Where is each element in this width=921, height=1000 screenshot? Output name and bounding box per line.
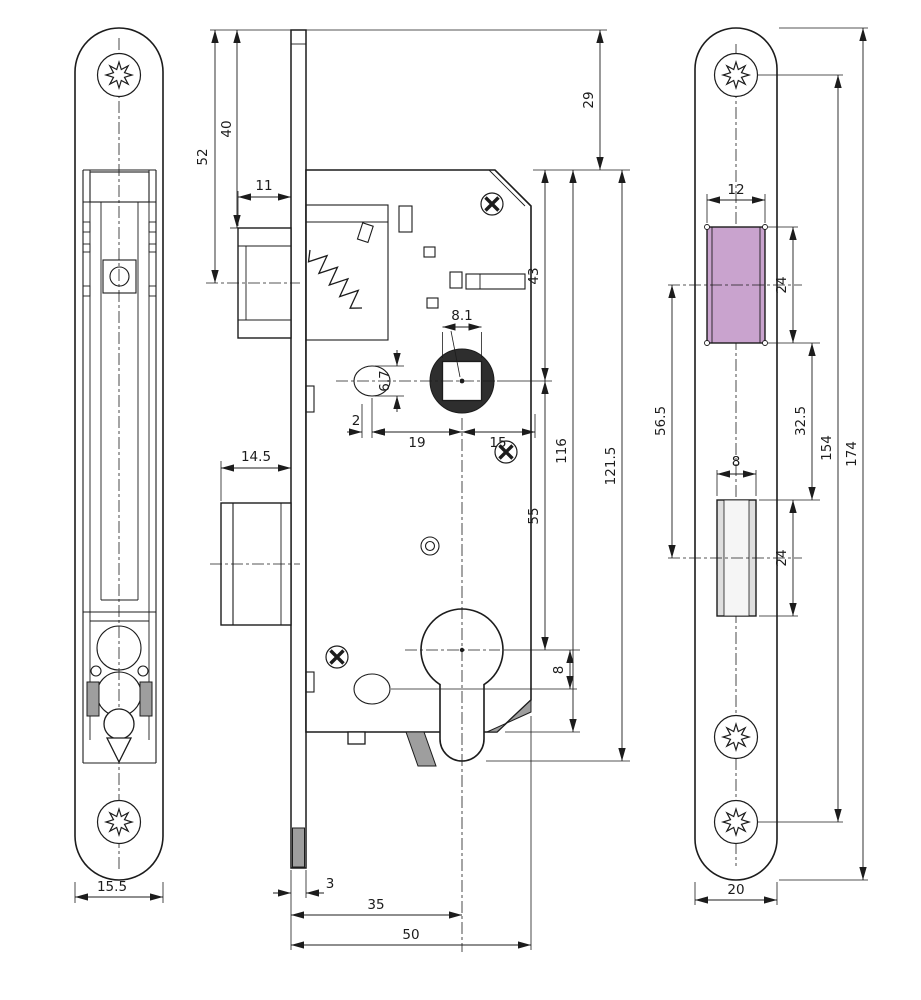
torx-screw-icon [713, 52, 759, 98]
torx-screw-icon [713, 714, 759, 760]
dim-2-label: 2 [352, 413, 361, 429]
dim-40-label: 40 [219, 120, 235, 137]
dim-154-label: 154 [819, 435, 835, 461]
dim-8-1-label: 8.1 [451, 308, 472, 324]
right-view: 12 24 8 24 56.5 32.5 154 174 20 [653, 27, 868, 905]
dim-left-width: 15.5 [74, 879, 164, 903]
side-case-section [82, 169, 157, 764]
slot-hole [449, 271, 463, 289]
dim-8-label: 8 [551, 666, 567, 675]
spring [307, 249, 363, 309]
plate-tab [305, 385, 315, 413]
dim-19-label: 19 [408, 435, 425, 451]
phillips-screw-icon [479, 191, 505, 217]
dim-174-label: 174 [844, 441, 860, 467]
torx-screw-icon [96, 799, 142, 845]
dim-56-5-label: 56.5 [653, 406, 669, 436]
latch-mechanism [305, 204, 389, 341]
dim-32-5-label: 32.5 [793, 406, 809, 436]
oval-hole [353, 673, 391, 705]
torx-screw-icon [96, 52, 142, 98]
slot-hole [398, 205, 413, 233]
case-chamfer [486, 698, 532, 733]
dim-6-7-label: 6.7 [377, 370, 393, 391]
slot-hole [423, 246, 436, 258]
pin-hole [420, 536, 440, 556]
dim-35-label: 35 [367, 897, 384, 913]
dim-24-bolt-label: 24 [774, 549, 790, 566]
dim-43-label: 43 [526, 267, 542, 284]
dim-20-label: 20 [727, 882, 744, 898]
dim-116-label: 116 [554, 438, 570, 464]
dim-55-label: 55 [526, 507, 542, 524]
dim-50-label: 50 [402, 927, 419, 943]
dim-29-label: 29 [581, 91, 597, 108]
dim-14-5-label: 14.5 [241, 449, 271, 465]
mounting-tab [405, 731, 437, 767]
left-view: 15.5 [74, 27, 164, 903]
plate-tab [305, 671, 315, 693]
dim-3-label: 3 [326, 876, 335, 892]
faceplate-end [292, 827, 305, 868]
pin-hole-inner [424, 540, 436, 552]
stop-slot [465, 273, 526, 290]
phillips-screw-icon [324, 644, 350, 670]
dim-15-5-label: 15.5 [97, 879, 127, 895]
dim-121-5-label: 121.5 [603, 447, 619, 486]
torx-screw-icon [713, 799, 759, 845]
dim-8-label: 8 [732, 454, 741, 470]
dim-11-label: 11 [255, 178, 272, 194]
mounting-tab [347, 731, 366, 745]
faceplate [290, 29, 307, 869]
dim-24-latch-label: 24 [774, 276, 790, 293]
dim-12-label: 12 [727, 182, 744, 198]
dim-15-label: 15 [489, 435, 506, 451]
dim-52-label: 52 [195, 148, 211, 165]
slot-hole [426, 297, 439, 309]
front-view: 52 40 11 14.5 2 19 15 8.1 6.7 43 55 116 … [195, 29, 630, 952]
